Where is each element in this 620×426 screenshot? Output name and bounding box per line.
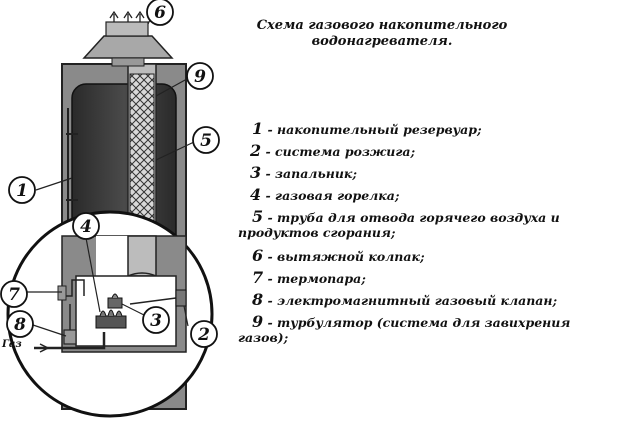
legend-text: вытяжной колпак; (277, 249, 425, 264)
legend-number: 7 (252, 268, 264, 287)
svg-text:9: 9 (194, 67, 206, 87)
gas-burner (95, 315, 127, 329)
legend-item: 2 - система розжига; (250, 141, 416, 160)
legend-text: турбулятор (система для завихрения (277, 315, 571, 330)
legend-item: 4 - газовая горелка; (250, 185, 400, 204)
ignition-button (175, 289, 187, 307)
legend-number: 9 (252, 312, 264, 331)
legend-text: газовая горелка; (275, 188, 400, 203)
legend-number: 4 (250, 185, 262, 204)
gas-valve (63, 329, 77, 345)
legend-text-continued: газов); (238, 330, 289, 345)
callout-9: 9 (186, 62, 214, 90)
svg-text:6: 6 (154, 3, 166, 23)
legend-text: накопительный резервуар; (277, 122, 482, 137)
thermocouple (60, 279, 85, 297)
ignition-wire (129, 297, 177, 305)
legend-item: 1 - накопительный резервуар; (252, 119, 482, 138)
svg-text:2: 2 (197, 325, 210, 345)
callout-5: 5 (192, 126, 220, 154)
callout-7: 7 (0, 280, 28, 308)
legend-item: 6 - вытяжной колпак; (252, 246, 425, 265)
legend-number: 6 (252, 246, 264, 265)
exhaust-hood (82, 35, 174, 59)
diagram-title: Схема газового накопительного водонагрев… (232, 18, 532, 50)
callout-2: 2 (190, 320, 218, 348)
legend-text-continued: продуктов сгорания; (238, 225, 396, 240)
svg-text:7: 7 (8, 285, 20, 305)
legend-number: 2 (250, 141, 262, 160)
legend-item: 3 - запальник; (250, 163, 357, 182)
callout-3: 3 (142, 306, 170, 334)
flue-pipe-lower (127, 235, 157, 277)
svg-text:1: 1 (16, 181, 28, 201)
title-line-1: Схема газового накопительного (256, 18, 508, 33)
callout-8: 8 (6, 310, 34, 338)
pilot-burner (107, 297, 123, 309)
svg-text:8: 8 (13, 315, 26, 335)
legend-number: 3 (250, 163, 262, 182)
legend-text: термопара; (277, 271, 366, 286)
legend-number: 1 (252, 119, 264, 138)
callout-1: 1 (8, 176, 36, 204)
svg-text:5: 5 (200, 131, 212, 151)
gas-label: Газ (1, 339, 22, 350)
gas-pipe (34, 332, 106, 350)
svg-text:3: 3 (150, 311, 162, 331)
legend-text: труба для отвода горячего воздуха и (277, 210, 560, 225)
callout-6: 6 (146, 0, 174, 26)
water-heater-diagram: 1 2 3 4 5 6 7 8 9 Газ (0, 0, 220, 418)
legend-text: система розжига; (275, 144, 416, 159)
title-line-2: водонагревателя. (311, 34, 453, 49)
legend-item: 9 - турбулятор (система для завихрения г… (238, 311, 608, 350)
legend-list: 1 - накопительный резервуар; 2 - система… (238, 118, 608, 350)
legend-item: 7 - термопара; (252, 268, 366, 287)
legend-number: 8 (252, 290, 264, 309)
legend-item: 5 - труба для отвода горячего воздуха и … (238, 206, 608, 245)
legend-text: запальник; (275, 166, 357, 181)
callout-4: 4 (72, 212, 100, 240)
legend-text: электромагнитный газовый клапан; (277, 293, 558, 308)
svg-text:4: 4 (80, 217, 92, 237)
legend-item: 8 - электромагнитный газовый клапан; (252, 290, 558, 309)
legend-number: 5 (252, 207, 264, 226)
